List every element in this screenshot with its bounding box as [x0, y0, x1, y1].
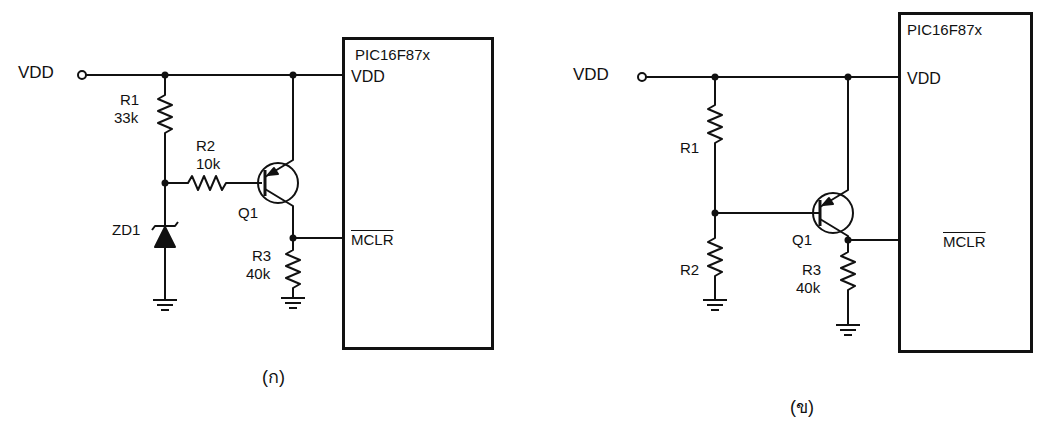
junction-dot	[845, 237, 852, 244]
transistor-base	[264, 170, 267, 196]
chip-name: PIC16F87x	[907, 21, 982, 38]
part-name: R2	[680, 262, 699, 279]
zener-symbol	[155, 227, 175, 247]
resistor-symbol	[708, 213, 722, 300]
part-name: Q1	[238, 205, 258, 222]
ground-symbol	[153, 300, 177, 310]
transistor-collector	[265, 189, 342, 238]
transistor-collector	[820, 219, 898, 240]
junction-dot	[712, 210, 719, 217]
ground-symbol	[281, 298, 305, 308]
part-name: ZD1	[112, 222, 140, 239]
vdd-wire	[646, 76, 898, 78]
part-name: R1	[120, 92, 139, 109]
chip-name: PIC16F87x	[355, 46, 430, 63]
junction-dot	[845, 74, 852, 81]
part-name: R3	[802, 262, 821, 279]
pin-name: MCLR	[351, 231, 394, 248]
part-name: R3	[252, 248, 271, 265]
ground-symbol	[703, 300, 727, 310]
pin-name: VDD	[351, 68, 385, 86]
part-name: R1	[680, 140, 699, 157]
vdd-wire	[86, 74, 342, 76]
part-value: 40k	[246, 266, 270, 283]
transistor-emitter	[265, 75, 293, 177]
zener-bar	[152, 222, 178, 230]
part-value: 33k	[114, 110, 138, 127]
vdd-label: VDD	[18, 64, 54, 83]
part-name: Q1	[792, 232, 812, 249]
junction-dot	[712, 74, 719, 81]
part-value: 10k	[196, 156, 220, 173]
vdd-terminal	[638, 73, 646, 81]
chip-box: PIC16F87xVDD MCLR	[898, 12, 1033, 353]
emitter-arrow	[823, 198, 833, 205]
figure-label: (ข)	[790, 398, 814, 418]
transistor-emitter	[820, 77, 848, 207]
junction-dot	[162, 72, 169, 79]
junction-dot	[162, 180, 169, 187]
transistor-base	[819, 200, 822, 226]
figure-label: (ก)	[262, 368, 285, 388]
part-name: R2	[196, 138, 215, 155]
junction-dot	[290, 72, 297, 79]
pin-name: VDD	[907, 70, 941, 88]
chip-box: PIC16F87xVDD MCLR	[342, 37, 494, 350]
base-wire	[715, 212, 820, 214]
vdd-label: VDD	[573, 66, 609, 85]
ground-symbol	[836, 325, 860, 335]
resistor-symbol	[708, 77, 722, 213]
part-value: 40k	[796, 280, 820, 297]
emitter-arrow	[268, 168, 278, 175]
resistor-symbol	[165, 176, 262, 190]
vdd-terminal	[78, 71, 86, 79]
pin-name: MCLR	[943, 233, 986, 250]
resistor-symbol	[841, 240, 855, 325]
junction-dot	[290, 235, 297, 242]
resistor-symbol	[158, 75, 172, 183]
resistor-symbol	[286, 238, 300, 298]
